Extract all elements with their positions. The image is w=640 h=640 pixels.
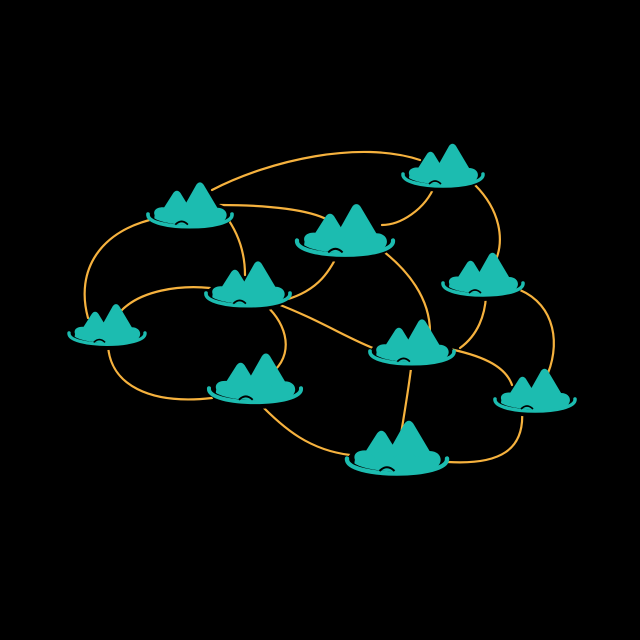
water-ripple — [146, 212, 234, 229]
island-node — [67, 304, 147, 350]
island-node — [204, 261, 292, 312]
connection-line — [373, 243, 432, 334]
connection-line — [473, 183, 501, 264]
connection-line — [83, 216, 160, 320]
mountain-large — [330, 204, 384, 246]
connection-line — [256, 400, 352, 457]
island-node — [206, 353, 304, 409]
mountain-large — [382, 420, 437, 464]
connection-line — [446, 408, 524, 464]
water-ripple — [401, 172, 485, 188]
water-ripple — [206, 386, 304, 405]
connections-layer — [83, 150, 555, 464]
mountain-large — [431, 143, 475, 178]
mountain-large — [235, 261, 282, 298]
mountain-large — [177, 182, 224, 219]
island-node — [368, 319, 456, 370]
islands-layer — [67, 143, 577, 481]
mountain-large — [471, 252, 515, 287]
water-ripple — [204, 291, 292, 308]
island-node — [344, 420, 450, 481]
island-node — [441, 252, 525, 301]
mountain-large — [399, 319, 446, 356]
connection-line — [118, 286, 212, 314]
island-node — [401, 143, 485, 192]
mountain-large — [241, 353, 292, 393]
connection-line — [273, 301, 380, 352]
island-node — [294, 204, 396, 262]
mountain-large — [95, 304, 138, 337]
connection-line — [210, 150, 422, 192]
water-ripple — [493, 397, 577, 413]
water-ripple — [344, 456, 450, 476]
mountain-large — [523, 368, 567, 403]
connection-line — [380, 183, 437, 227]
connection-line — [106, 343, 214, 401]
connection-line — [218, 203, 330, 222]
island-node — [493, 368, 577, 417]
water-ripple — [294, 238, 396, 257]
water-ripple — [441, 281, 525, 297]
water-ripple — [368, 349, 456, 366]
connection-line — [518, 288, 555, 382]
water-ripple — [67, 331, 147, 346]
island-node — [146, 182, 234, 233]
